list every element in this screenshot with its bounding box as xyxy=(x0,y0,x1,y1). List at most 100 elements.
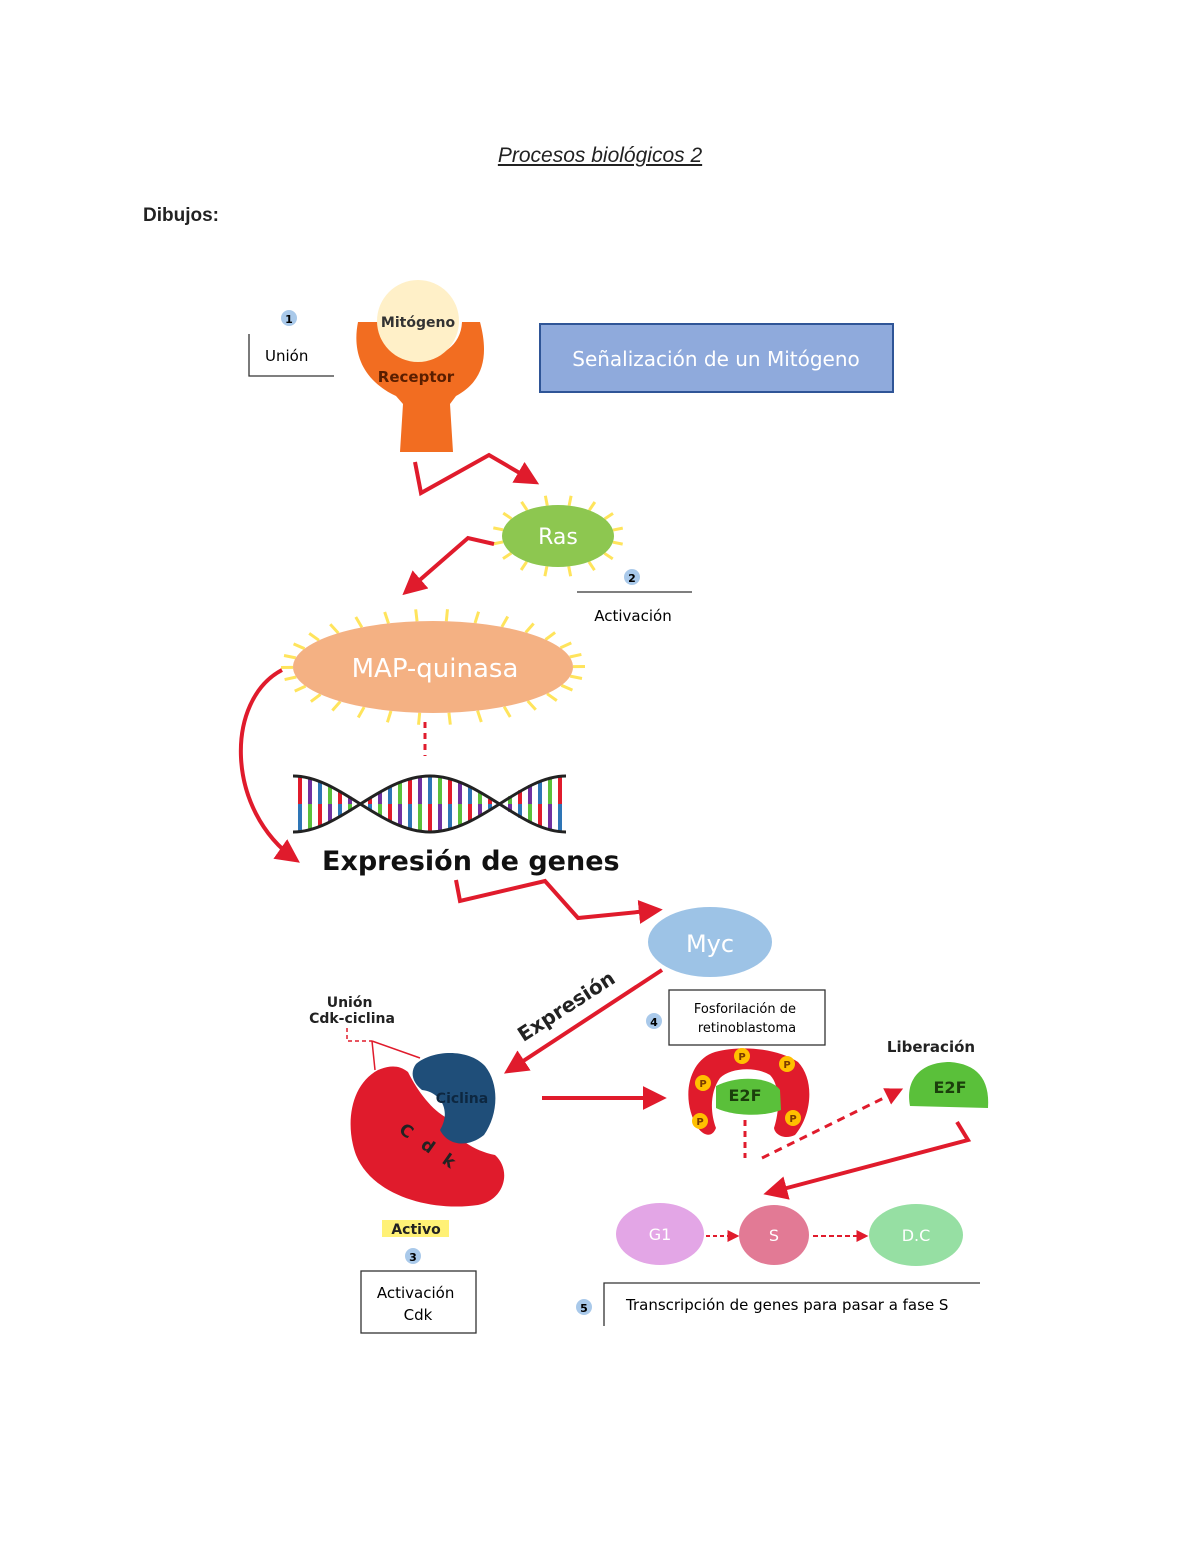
svg-text:P: P xyxy=(699,1079,706,1090)
mitogen: Mitógeno xyxy=(377,280,459,362)
spike xyxy=(519,560,528,571)
step-2-label: 2 Activación xyxy=(577,569,692,625)
svg-text:S: S xyxy=(769,1226,779,1245)
spike xyxy=(385,710,393,723)
svg-text:Activo: Activo xyxy=(391,1222,441,1238)
spike xyxy=(414,609,419,622)
spike xyxy=(500,615,510,628)
spike xyxy=(526,699,537,711)
retinoblastoma xyxy=(688,1048,810,1138)
phase-g1: G1 xyxy=(616,1203,704,1265)
spike xyxy=(383,611,390,624)
ras-label: Ras xyxy=(538,525,578,550)
svg-text:P: P xyxy=(789,1114,796,1125)
step-number: 2 xyxy=(628,572,636,585)
svg-text:E2F: E2F xyxy=(934,1078,967,1097)
spike xyxy=(569,674,583,680)
step-number: 5 xyxy=(580,1302,588,1315)
step-number: 1 xyxy=(285,313,293,326)
svg-text:P: P xyxy=(696,1117,703,1128)
svg-text:Activación Cdk: Activación Cdk xyxy=(377,1284,459,1324)
step-number: 3 xyxy=(409,1251,417,1264)
spike xyxy=(473,611,481,624)
myc: Myc xyxy=(648,907,772,977)
phosphate-groups: P P P P P xyxy=(692,1048,801,1129)
spike xyxy=(544,631,557,641)
phosphate: P xyxy=(785,1110,801,1126)
step-badge xyxy=(405,1248,421,1264)
banner-text: Señalización de un Mitógeno xyxy=(572,347,860,371)
spike xyxy=(476,710,483,723)
spike xyxy=(308,632,320,642)
spike xyxy=(331,700,342,712)
spike xyxy=(567,566,573,577)
spike xyxy=(612,526,624,532)
spike xyxy=(603,552,614,561)
spike xyxy=(567,495,573,506)
spike xyxy=(284,675,297,682)
e2f-bound: E2F xyxy=(716,1078,781,1115)
gene-expression-label: Expresión de genes xyxy=(322,846,620,877)
arrow-expression-to-myc xyxy=(454,878,663,924)
step-label: Transcripción de genes para pasar a fase… xyxy=(625,1296,948,1314)
cyclin-label: Ciclina xyxy=(436,1091,488,1107)
active-label: Activo xyxy=(382,1220,449,1238)
mitogen-label: Mitógeno xyxy=(381,315,456,331)
svg-text:G1: G1 xyxy=(649,1225,672,1244)
svg-text:Fosforilación de retinob: Fosforilación de retinoblastoma xyxy=(694,1002,800,1036)
spike xyxy=(543,495,549,506)
phosphate: P xyxy=(695,1075,711,1091)
section-heading: Dibujos: xyxy=(143,205,219,226)
receptor-label: Receptor xyxy=(378,368,455,386)
spike xyxy=(546,692,558,702)
spike xyxy=(502,511,513,520)
spike xyxy=(612,540,623,546)
phosphate: P xyxy=(779,1056,795,1072)
spike xyxy=(587,561,596,572)
release-label: Liberación xyxy=(887,1038,975,1056)
spike xyxy=(559,641,572,650)
phase-s: S xyxy=(739,1205,809,1265)
spike xyxy=(283,654,297,660)
step-badge xyxy=(281,310,297,326)
phase-dc: D.C xyxy=(869,1204,963,1266)
svg-text:Unión Cdk-ciclina: Unión Cdk-ciclina xyxy=(309,995,395,1027)
myc-label: Myc xyxy=(686,930,734,958)
spike xyxy=(569,652,582,659)
ras: Ras xyxy=(492,495,624,577)
arrow-map-to-expression xyxy=(238,668,300,863)
arrow-e2f-to-phases xyxy=(763,1120,972,1200)
arrow-myc-to-cyclin xyxy=(503,968,664,1074)
map-kinase-label: MAP-quinasa xyxy=(352,654,519,684)
spike xyxy=(294,684,307,693)
spike xyxy=(603,512,614,521)
phosphate: P xyxy=(734,1048,750,1064)
spike xyxy=(520,500,529,511)
step-badge xyxy=(624,569,640,585)
title-banner: Señalización de un Mitógeno xyxy=(539,323,894,393)
step-number: 4 xyxy=(650,1016,658,1029)
page-title: Procesos biológicos 2 xyxy=(497,144,703,167)
spike xyxy=(493,526,504,532)
step-5-label: 5 Transcripción de genes para pasar a fa… xyxy=(576,1282,980,1326)
step-4-label: 4 Fosforilación de retinoblastoma xyxy=(646,989,826,1046)
spike xyxy=(560,683,574,692)
dna-helix xyxy=(292,774,567,834)
svg-text:P: P xyxy=(783,1060,790,1071)
step-label: Activación xyxy=(594,607,671,625)
arrow-ras-to-map xyxy=(402,535,495,596)
spike xyxy=(502,705,512,718)
receptor: Receptor xyxy=(356,322,485,452)
spike xyxy=(524,622,535,634)
map-kinase: MAP-quinasa xyxy=(280,609,586,725)
arrow-release-dashed xyxy=(761,1088,904,1160)
svg-text:E2F: E2F xyxy=(729,1086,762,1105)
phosphate: P xyxy=(692,1113,708,1129)
cdk-union-label: Unión Cdk-ciclina xyxy=(309,995,421,1071)
spike xyxy=(354,616,364,629)
spike xyxy=(309,693,322,703)
spike xyxy=(588,501,597,512)
step-label: Unión xyxy=(265,347,308,365)
arrow-receptor-to-ras xyxy=(413,452,540,497)
